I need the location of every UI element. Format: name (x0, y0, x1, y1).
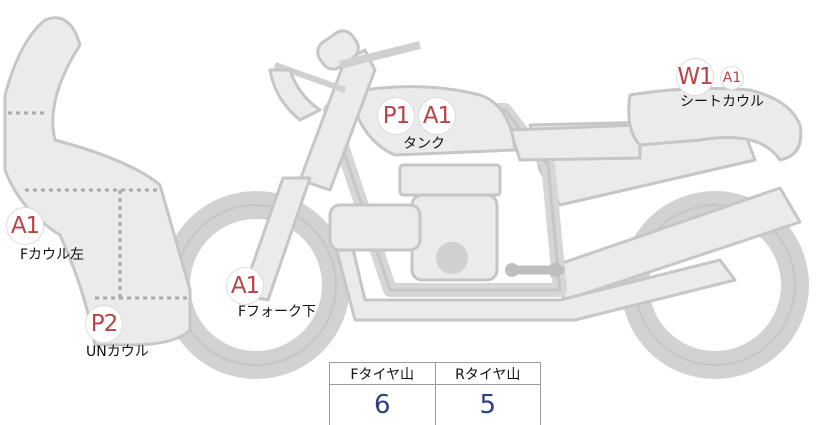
front-fork (240, 176, 312, 302)
seat-cowl-code-main: W1 (676, 58, 714, 96)
un-cowl-code: P2 (85, 305, 123, 343)
fcowl-left-label: Fカウル左 (20, 247, 85, 263)
f-fork-lower-label: Fフォーク下 (238, 304, 317, 320)
tank-code-1: P1 (377, 97, 415, 135)
front-tire-value: 6 (329, 384, 436, 425)
rear-tire-header: Rタイヤ山 (434, 362, 541, 385)
tire-tread-table: Fタイヤ山 Rタイヤ山 6 5 (329, 362, 541, 425)
rear-tire-value: 5 (434, 384, 541, 425)
f-fork-lower-code: A1 (226, 267, 264, 305)
tank-code-2: A1 (418, 97, 456, 135)
fcowl-left-code: A1 (6, 207, 44, 245)
engine-block (398, 163, 502, 197)
seat (508, 123, 642, 162)
seat-cowl-code-sub: A1 (720, 66, 744, 90)
seat-cowl-shape (627, 86, 803, 162)
seat-cowl-label: シートカウル (680, 94, 764, 110)
exhaust (328, 213, 737, 322)
un-cowl-label: UNカウル (86, 344, 149, 360)
tank-label: タンク (403, 136, 445, 152)
front-tire-header: Fタイヤ山 (329, 362, 436, 385)
front-cowl (3, 16, 192, 347)
